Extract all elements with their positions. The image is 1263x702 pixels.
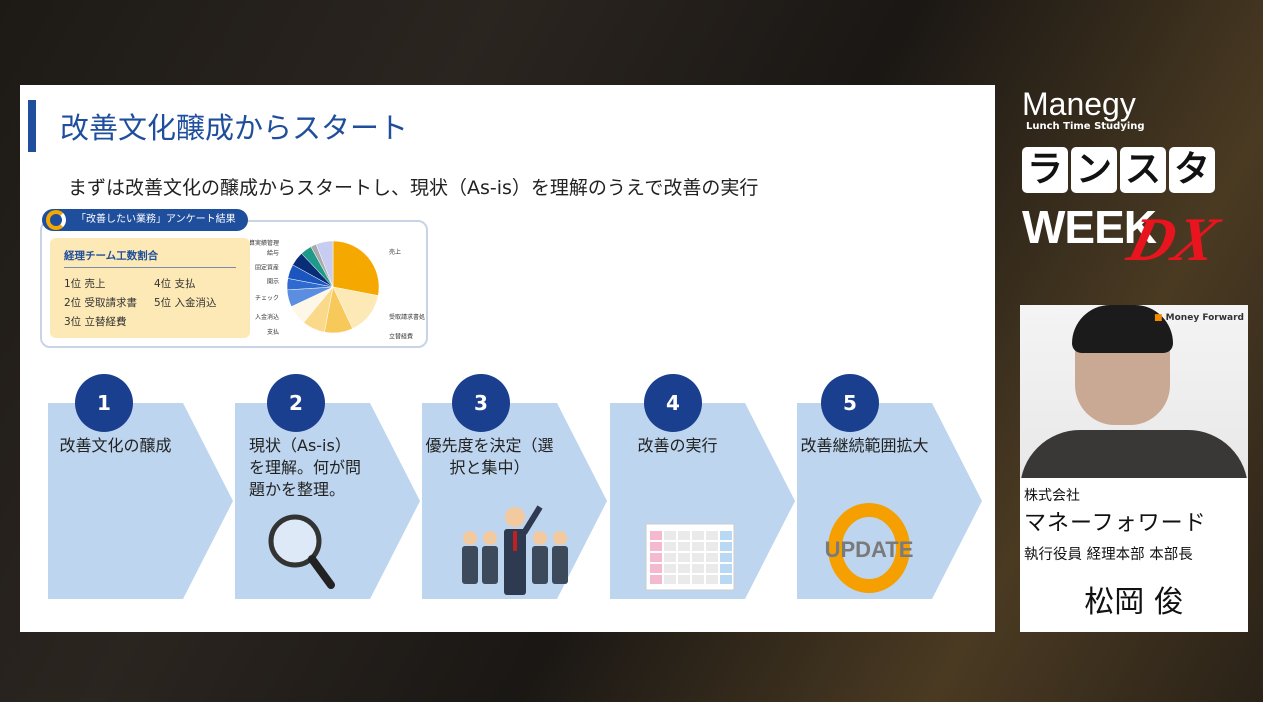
process-step-4: 4 改善の実行 (610, 374, 795, 599)
rank-item: 4位 支払 (154, 278, 196, 290)
pie-label: 予算実績管理 (250, 239, 279, 247)
kana-tile: ン (1071, 147, 1117, 193)
pie-label: 給与 (267, 249, 279, 257)
company-name: マネーフォワード (1024, 511, 1207, 536)
speaker-name: 松岡 俊 (1084, 585, 1184, 620)
speaker-video: ■ Money Forward (1020, 305, 1248, 478)
step-label: 優先度を決定（選択と集中） (425, 436, 554, 477)
ranking-title: 経理チーム工数割合 (64, 248, 236, 268)
ransuta-logo: ラ ン ス タ (1022, 147, 1215, 193)
step-number-badge: 3 (452, 374, 510, 432)
step-number-badge: 2 (267, 374, 325, 432)
slide-subtitle: まずは改善文化の醸成からスタートし、現状（As-is）を理解のうえで改善の実行 (68, 177, 759, 199)
rank-item: 2位 受取請求書 (64, 297, 138, 309)
kana-tile: ラ (1022, 147, 1068, 193)
tagline: Lunch Time Studying (1026, 121, 1145, 132)
pie-label: 立替経費 (389, 333, 413, 341)
dx-text: DX (1121, 206, 1226, 274)
step-number-badge: 4 (644, 374, 702, 432)
money-forward-logo: ■ Money Forward (1154, 313, 1244, 323)
step-number-badge: 5 (821, 374, 879, 432)
survey-logo-icon (46, 210, 66, 230)
speaker-role: 執行役員 経理本部 本部長 (1024, 547, 1193, 563)
process-step-3: 3 優先度を決定（選択と集中） (422, 374, 607, 599)
process-step-5: 5 改善継続範囲拡大 UPDATE (797, 374, 982, 599)
step-label: 現状（As-is）を理解。何が問題かを整理。 (249, 436, 362, 499)
chevron-shape (48, 403, 233, 599)
survey-badge: 「改善したい業務」アンケート結果 (42, 209, 248, 231)
rank-item: 1位 売上 (64, 278, 106, 290)
pie-label: 受取請求書処理 (389, 313, 425, 321)
title-accent-bar (28, 100, 36, 152)
speaker-body (1020, 430, 1248, 478)
kana-tile: ス (1120, 147, 1166, 193)
rank-item: 3位 立替経費 (64, 316, 127, 328)
pie-slice (332, 240, 380, 296)
pie-label: チェック (255, 295, 279, 302)
ranking-box: 経理チーム工数割合 1位 売上 4位 支払 2位 受取請求書 5位 入金消込 3… (50, 238, 250, 338)
company-type: 株式会社 (1024, 488, 1080, 504)
kana-tile: タ (1169, 147, 1215, 193)
pie-label: 支払 (267, 328, 279, 336)
step-label: 改善継続範囲拡大 (800, 436, 929, 455)
speaker-hair (1072, 305, 1173, 353)
speaker-card: ■ Money Forward 株式会社 マネーフォワード 執行役員 経理本部 … (1020, 305, 1248, 632)
pie-label: 固定資産 (255, 263, 279, 271)
pie-label: 開示 (267, 279, 279, 286)
step-number-badge: 1 (75, 374, 133, 432)
step-label: 改善の実行 (637, 436, 718, 455)
pie-label: 売上 (389, 248, 401, 256)
step-label: 改善文化の醸成 (59, 436, 172, 455)
week-text: WEEK (1022, 201, 1157, 253)
manegy-logo: Manegy (1022, 86, 1136, 122)
pie-chart: 売上受取請求書処理立替経費 支払 入金消込 チェック 開示 固定資産 給与 予算実績管理 (250, 239, 425, 341)
rank-item: 5位 入金消込 (154, 297, 217, 309)
update-label: UPDATE (825, 537, 914, 562)
chevron-shape (797, 403, 982, 599)
survey-badge-label: 「改善したい業務」アンケート結果 (76, 214, 236, 225)
process-step-1: 1 改善文化の醸成 (48, 374, 233, 599)
pie-label: 入金消込 (255, 313, 279, 321)
process-step-2: 2 現状（As-is）を理解。何が問題かを整理。 (235, 374, 420, 599)
slide-title: 改善文化醸成からスタート (60, 111, 409, 145)
presentation-slide: 改善文化醸成からスタート まずは改善文化の醸成からスタートし、現状（As-is）… (20, 85, 995, 632)
pie-slice (315, 240, 334, 288)
